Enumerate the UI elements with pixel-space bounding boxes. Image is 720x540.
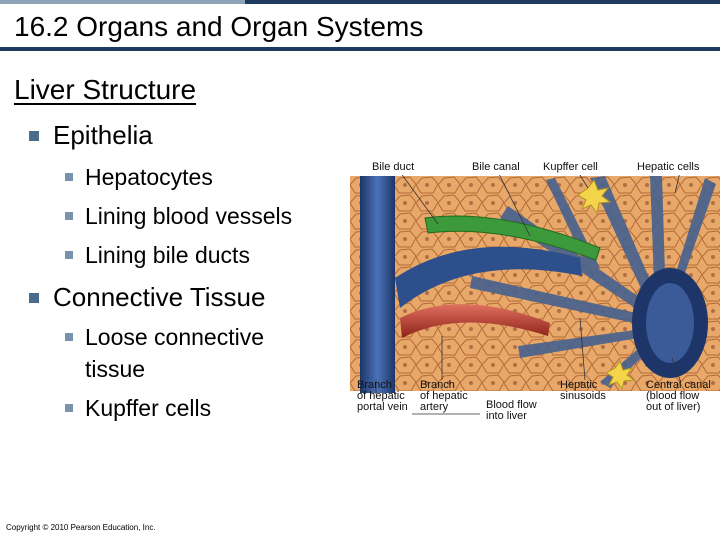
label-portal-vein-3: portal vein xyxy=(357,401,408,413)
kupffer-cells xyxy=(577,178,636,391)
portal-vein xyxy=(360,176,395,393)
label-bile-canal: Bile canal xyxy=(472,161,520,173)
section-heading: Liver Structure xyxy=(14,74,197,105)
sub-bullet-bile-ducts: Lining bile ducts xyxy=(65,239,250,271)
bullet-marker xyxy=(65,333,73,341)
bullet-label: tissue xyxy=(85,356,146,382)
label-hepatic-cells: Hepatic cells xyxy=(637,161,700,173)
bullet-label: Connective Tissue xyxy=(53,282,266,312)
label-portal-vein-2: of hepatic xyxy=(357,390,405,402)
sub-bullet-loose-connective: Loose connective xyxy=(65,321,265,353)
bullet-marker xyxy=(29,131,39,141)
label-artery-1: Branch xyxy=(420,379,455,391)
label-artery-3: artery xyxy=(420,401,449,413)
bullet-marker xyxy=(29,293,39,303)
bullet-marker xyxy=(65,212,73,220)
bullet-label: Lining bile ducts xyxy=(85,242,250,268)
portal-vein-branch xyxy=(395,246,582,308)
label-portal-vein-1: Branch xyxy=(357,379,392,391)
label-sinusoids-2: sinusoids xyxy=(560,390,606,402)
leader-lines xyxy=(375,171,681,415)
title-bar-top xyxy=(0,0,720,4)
label-central-canal-3: out of liver) xyxy=(646,401,700,413)
title-accent xyxy=(0,0,245,4)
bullet-label: Loose connective xyxy=(85,324,265,350)
liver-lobule-illustration: Bile duct Bile canal Kupffer cell Hepati… xyxy=(350,158,720,422)
sub-bullet-tissue-continued: tissue xyxy=(85,353,145,385)
label-blood-flow-1: Blood flow xyxy=(486,399,537,411)
sub-bullet-hepatocytes: Hepatocytes xyxy=(65,161,213,193)
bullet-marker xyxy=(65,404,73,412)
bullet-epithelia: Epithelia xyxy=(29,120,153,150)
label-artery-2: of hepatic xyxy=(420,390,468,402)
label-kupffer-cell: Kupffer cell xyxy=(543,161,598,173)
bullet-marker xyxy=(65,251,73,259)
label-sinusoids-1: Hepatic xyxy=(560,379,598,391)
bullet-label: Epithelia xyxy=(53,120,153,150)
slide-title: 16.2 Organs and Organ Systems xyxy=(14,11,424,42)
title-bar-bottom xyxy=(0,47,720,51)
bullet-label: Kupffer cells xyxy=(85,395,212,421)
label-central-canal-2: (blood flow xyxy=(646,390,699,402)
label-bile-duct: Bile duct xyxy=(372,161,414,173)
bile-duct xyxy=(424,215,601,261)
sub-bullet-kupffer-cells: Kupffer cells xyxy=(65,392,212,424)
bullet-label: Lining blood vessels xyxy=(85,203,293,229)
hepatic-artery-branch xyxy=(400,304,550,338)
liver-lobule-figure: Bile duct Bile canal Kupffer cell Hepati… xyxy=(350,158,720,426)
copyright-notice: Copyright © 2010 Pearson Education, Inc. xyxy=(6,523,156,532)
bullet-marker xyxy=(65,173,73,181)
label-central-canal-1: Central canal xyxy=(646,379,711,391)
label-blood-flow-2: into liver xyxy=(486,410,527,422)
bullet-connective-tissue: Connective Tissue xyxy=(29,282,266,312)
sub-bullet-blood-vessels: Lining blood vessels xyxy=(65,200,293,232)
bullet-label: Hepatocytes xyxy=(85,164,213,190)
central-vein-lumen xyxy=(646,283,694,363)
